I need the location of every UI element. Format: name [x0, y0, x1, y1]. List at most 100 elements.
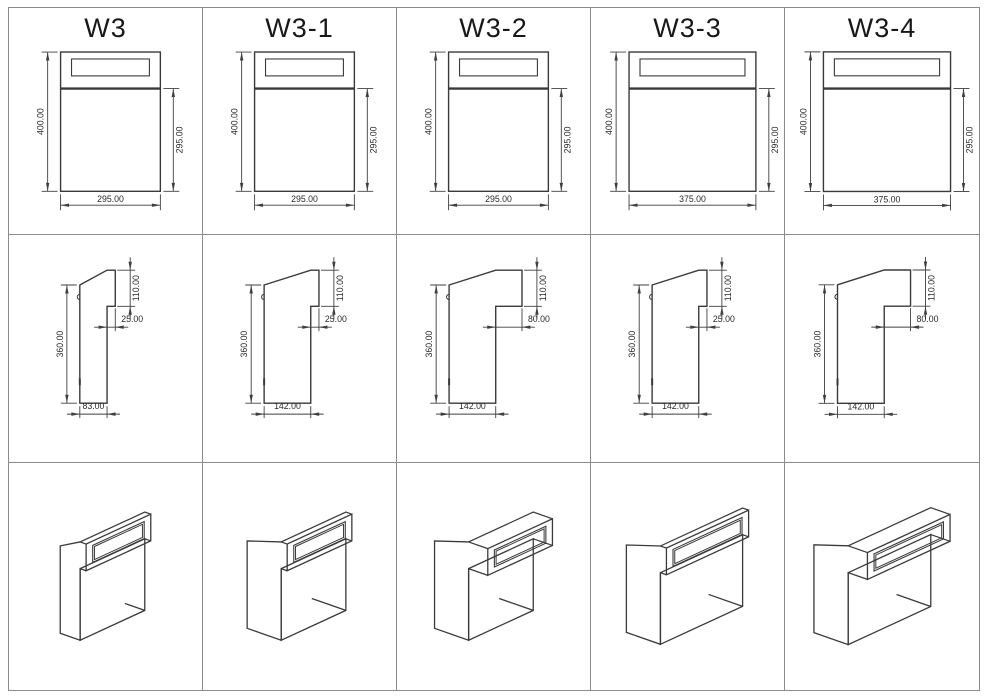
dim-label: 400.00: [36, 108, 46, 135]
dimension-arrow: [942, 203, 951, 208]
drawing-outline: [92, 520, 145, 563]
dimension-arrow: [332, 262, 336, 271]
dim-label: 375.00: [679, 194, 706, 204]
dim-label: 375.00: [874, 194, 901, 204]
drawing-outline: [742, 533, 749, 538]
iso-mailbox: [59, 511, 152, 641]
drawing-outline: [144, 537, 151, 542]
drawing-outline: [311, 597, 347, 611]
dim-label: 400.00: [604, 108, 614, 135]
iso-mailbox: [625, 507, 750, 645]
dimension-arrow: [706, 325, 716, 330]
dimension-arrow: [487, 325, 496, 330]
dimension-arrow: [747, 203, 756, 207]
iso-view-cell-4: [785, 463, 979, 690]
dimension-arrow: [448, 203, 458, 207]
dimension-arrow: [910, 325, 920, 330]
drawing-outline: [896, 593, 931, 607]
dim-label: 110.00: [538, 275, 548, 301]
dimension-arrow: [539, 203, 549, 207]
dimension-arrow: [637, 285, 641, 294]
dim-label: 80.00: [528, 315, 550, 325]
dimension-arrow: [808, 182, 813, 192]
dim-label: 295.00: [291, 194, 318, 204]
dimension-arrow: [961, 182, 966, 192]
drawing-outline: [875, 523, 943, 569]
drawing-outline: [672, 516, 743, 567]
dimension-arrow: [71, 412, 80, 417]
dimension-arrow: [767, 88, 771, 98]
iso-drawing-1: [246, 511, 353, 641]
dimension-arrow: [495, 412, 505, 417]
drawing-outline: [674, 519, 741, 565]
variant-title-3: W3-3: [653, 13, 722, 43]
dimension-arrow: [107, 412, 116, 417]
dim-label: 400.00: [424, 108, 434, 135]
dimension-arrow: [128, 306, 132, 316]
hinge-detail: [834, 294, 838, 301]
dimension-arrow: [822, 395, 827, 404]
dimension-arrow: [239, 182, 244, 192]
dim-label: 360.00: [627, 331, 637, 358]
drawing-outline: [498, 597, 534, 611]
drawing-outline: [846, 506, 951, 553]
dimension-arrow: [884, 412, 893, 417]
drawing-outline: [493, 525, 547, 568]
dim-label: 110.00: [926, 275, 936, 301]
dimension-arrow: [45, 182, 50, 192]
dimension-arrow: [875, 325, 885, 330]
front-box: [253, 51, 356, 192]
drawing-outline: [124, 602, 145, 611]
dim-label: 142.00: [662, 401, 689, 411]
drawing-outline: [93, 523, 143, 561]
dimension-arrow: [434, 395, 438, 404]
drawing-outline: [345, 537, 353, 542]
dim-label: 360.00: [239, 331, 249, 358]
dimension-arrow: [434, 285, 438, 294]
dim-label: 400.00: [798, 108, 808, 135]
dimension-arrow: [249, 285, 253, 294]
dimension-arrow: [115, 325, 124, 330]
dimension-arrow: [720, 306, 724, 316]
dimension-arrow: [171, 88, 175, 98]
dimension-arrow: [637, 395, 641, 404]
dimension-arrow: [433, 182, 438, 192]
drawing-outline: [246, 539, 288, 641]
dimension-arrow: [433, 52, 438, 61]
dimension-arrow: [302, 325, 311, 330]
front-box: [628, 51, 757, 192]
dim-label: 360.00: [55, 331, 65, 358]
iso-mailbox: [433, 511, 554, 641]
dim-label: 110.00: [335, 275, 345, 301]
dim-label: 142.00: [847, 402, 874, 412]
drawing-outline: [59, 540, 87, 641]
dim-label: 142.00: [274, 401, 301, 411]
iso-mailbox: [246, 511, 353, 641]
front-slot: [264, 58, 344, 77]
drawing-outline: [466, 511, 553, 549]
drawing-outline: [625, 543, 667, 645]
variant-title-4: W3-4: [847, 13, 917, 43]
front-box: [822, 51, 952, 193]
dim-label: 360.00: [424, 331, 434, 358]
dimension-arrow: [60, 203, 70, 207]
dim-label: 295.00: [562, 126, 572, 153]
iso-view-cell-2: [397, 462, 591, 690]
dim-label: 25.00: [713, 315, 735, 325]
dimension-arrow: [440, 412, 450, 417]
dim-label: 25.00: [121, 315, 143, 325]
dimension-arrow: [923, 261, 928, 271]
dimension-arrow: [254, 203, 264, 207]
drawing-outline: [467, 537, 534, 641]
drawing-outline: [79, 269, 116, 405]
dim-label: 295.00: [97, 194, 124, 204]
